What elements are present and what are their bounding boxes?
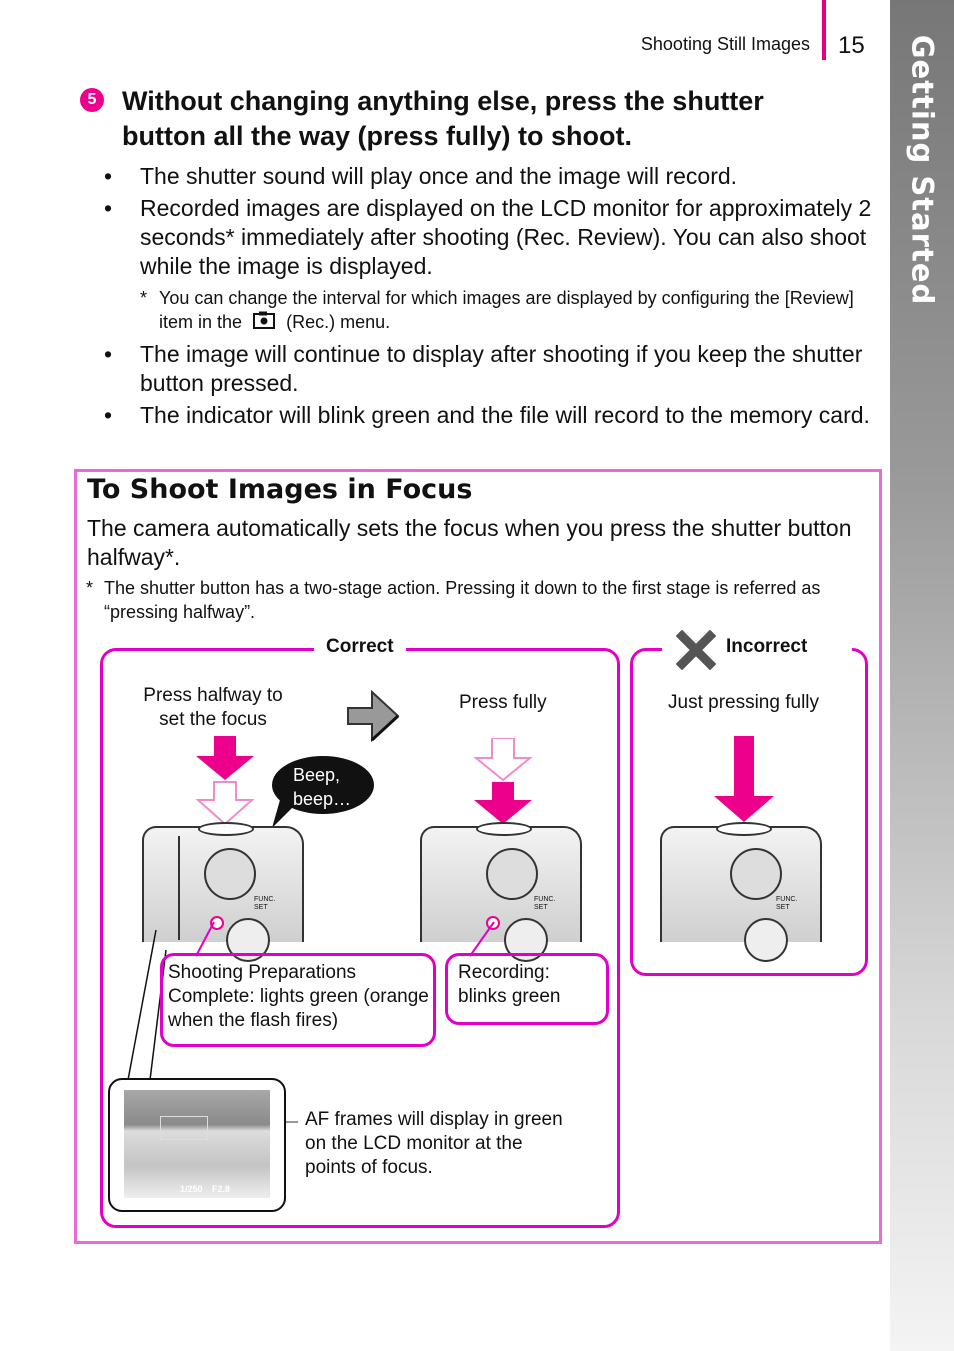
lcd-beach-image: 1/250 F2.8 [124, 1090, 270, 1198]
bullet-item: The indicator will blink green and the f… [140, 401, 880, 430]
just-pressing-caption: Just pressing fully [668, 692, 820, 713]
focus-info-panel [74, 469, 882, 1244]
bullet-item: The image will continue to display after… [140, 340, 880, 398]
camera-top-view-2: FUNC. SET [420, 822, 582, 962]
panel-intro: The camera automatically sets the focus … [87, 515, 852, 570]
just-pressing-arrow-icon [714, 736, 774, 822]
af-frame [160, 1116, 208, 1140]
panel-footnote-star: * [86, 578, 94, 598]
shooting-prep-text: Shooting Preparations Complete: lights g… [168, 962, 429, 1031]
press-fully-caption: Press fully [459, 692, 547, 713]
step-number-icon: 5 [80, 88, 104, 112]
step-heading: Without changing anything else, press th… [122, 86, 764, 151]
beep-bubble-tail [272, 800, 300, 828]
panel-title: To Shoot Images in Focus [87, 474, 473, 505]
side-tab [890, 0, 954, 1351]
shooting-prep-box [160, 953, 436, 1047]
indicator-lamp [210, 916, 224, 930]
beep-text: Beep, beep… [293, 765, 352, 809]
footnote-star: * [140, 288, 148, 308]
func-set-label: FUNC. SET [254, 896, 276, 911]
page-number: 15 [838, 32, 865, 59]
recording-text: Recording: blinks green [458, 962, 561, 1007]
footnote-text: You can change the interval for which im… [159, 288, 854, 332]
camera-top-view-3: FUNC. SET [660, 822, 822, 962]
lcd-shutter-speed: 1/250 [180, 1184, 203, 1194]
camera-rec-icon [253, 311, 276, 335]
correct-label: Correct [314, 636, 406, 658]
step-footnote: You can change the interval for which im… [159, 286, 879, 335]
side-tab-label: Getting Started [905, 34, 939, 306]
bullet-item: The shutter sound will play once and the… [140, 162, 880, 191]
af-frames-text: AF frames will display in green on the L… [305, 1109, 563, 1178]
cross-icon [676, 630, 716, 670]
section-title: Shooting Still Images [640, 34, 810, 54]
recording-box [445, 953, 609, 1025]
bullet-item: Recorded images are displayed on the LCD… [140, 194, 880, 281]
header-divider [822, 0, 826, 60]
next-arrow-icon [347, 689, 400, 743]
func-set-label: FUNC. SET [534, 896, 556, 911]
press-halfway-caption: Press halfway to set the focus [143, 685, 283, 730]
panel-footnote: The shutter button has a two-stage actio… [104, 578, 821, 622]
incorrect-label: Incorrect [726, 636, 808, 657]
side-tab-label-wrap: Getting Started [890, 0, 954, 340]
press-halfway-arrow-icon [195, 736, 255, 826]
lcd-aperture: F2.8 [212, 1184, 231, 1194]
footnote-text-end: (Rec.) menu. [286, 312, 391, 332]
func-set-label: FUNC. SET [776, 896, 798, 911]
press-fully-arrow-icon [473, 738, 533, 824]
